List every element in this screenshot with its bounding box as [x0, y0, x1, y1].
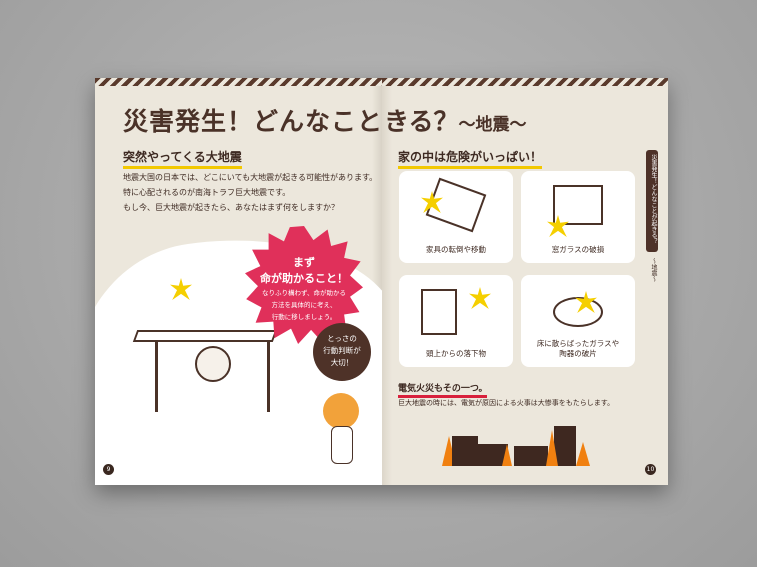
- left-page: 災害発生！どんなことが起 突然やってくる大地震 地震大国の日本では、どこにいても…: [95, 78, 382, 485]
- side-index-tab: 災害発生！どんなことが起きる？: [646, 150, 658, 252]
- bubble-line: とっさの: [327, 334, 357, 343]
- lion-mascot-body: [331, 426, 353, 464]
- burst-text: なりふり構わず、命が助かる: [261, 289, 347, 297]
- shelf-falling-objects-icon: [421, 289, 457, 335]
- card-caption: 床に散らばったガラスや 陶器の破片: [536, 339, 620, 358]
- impact-flash-icon: [469, 287, 491, 309]
- fire-icon: [576, 442, 590, 466]
- bubble-line: 行動判断が: [323, 346, 361, 355]
- section-heading: 家の中は危険がいっぱい！: [398, 148, 543, 169]
- fire-text: 巨大地震の時には、電気が原因による火事は大惨事をもたらします。: [398, 399, 615, 407]
- broken-window-icon: [553, 185, 603, 225]
- building-icon: [452, 436, 478, 466]
- card-caption: 窓ガラスの破損: [551, 245, 605, 254]
- body-line: もし今、巨大地震が起きたら、あなたはまず何をしますか？: [123, 203, 339, 212]
- table-leg: [267, 342, 270, 412]
- lion-mascot-icon: [323, 393, 359, 429]
- fire-heading: 電気火災もその一つ。: [398, 381, 488, 398]
- body-line: 特に心配されるのが南海トラフ巨大地震です。: [123, 188, 291, 197]
- page-title: きる？～地震～: [384, 102, 527, 138]
- table-illustration: [132, 330, 278, 342]
- burst-text: 方法を具体的に考え、: [271, 301, 337, 309]
- card-caption: 頭上からの落下物: [426, 349, 486, 358]
- speech-bubble: とっさの 行動判断が 大切！: [313, 323, 371, 381]
- building-icon: [554, 426, 576, 466]
- fire-icon: [502, 444, 512, 466]
- section-heading: 突然やってくる大地震: [123, 148, 242, 169]
- title-sub: ～地震～: [458, 115, 527, 135]
- hazard-card: 家具の転倒や移動: [399, 171, 513, 263]
- building-icon: [514, 446, 548, 466]
- burst-headline: 命が助かること！: [260, 272, 348, 285]
- hazard-card: 頭上からの落下物: [399, 275, 513, 367]
- top-stripe: [95, 78, 382, 86]
- building-icon: [478, 444, 508, 466]
- page-number: 9: [103, 464, 114, 475]
- hazard-card: 床に散らばったガラスや 陶器の破片: [521, 275, 635, 367]
- person-under-table-illustration: [195, 346, 231, 382]
- burst-line: まず: [293, 256, 315, 269]
- body-line: 地震大国の日本では、どこにいても大地震が起きる可能性があります。: [123, 173, 378, 182]
- booklet-spread: 災害発生！どんなことが起 突然やってくる大地震 地震大国の日本では、どこにいても…: [95, 78, 668, 485]
- right-page: きる？～地震～ 家の中は危険がいっぱい！ 家具の転倒や移動 窓ガラスの破損 頭上…: [382, 78, 668, 485]
- title-text: きる？: [384, 107, 459, 136]
- intro-text: 地震大国の日本では、どこにいても大地震が起きる可能性があります。 特に心配される…: [123, 170, 377, 215]
- side-index-sub: ～地震～: [650, 258, 657, 282]
- page-number: 10: [645, 464, 656, 475]
- burst-text: 行動に移しましょう。: [271, 313, 337, 321]
- hazard-card: 窓ガラスの破損: [521, 171, 635, 263]
- burning-town-illustration: [442, 418, 592, 466]
- card-caption: 家具の転倒や移動: [426, 245, 486, 254]
- table-leg: [155, 342, 158, 412]
- page-title: 災害発生！どんなことが起: [123, 107, 382, 136]
- top-stripe: [382, 78, 668, 86]
- bubble-line: 大切！: [330, 358, 354, 367]
